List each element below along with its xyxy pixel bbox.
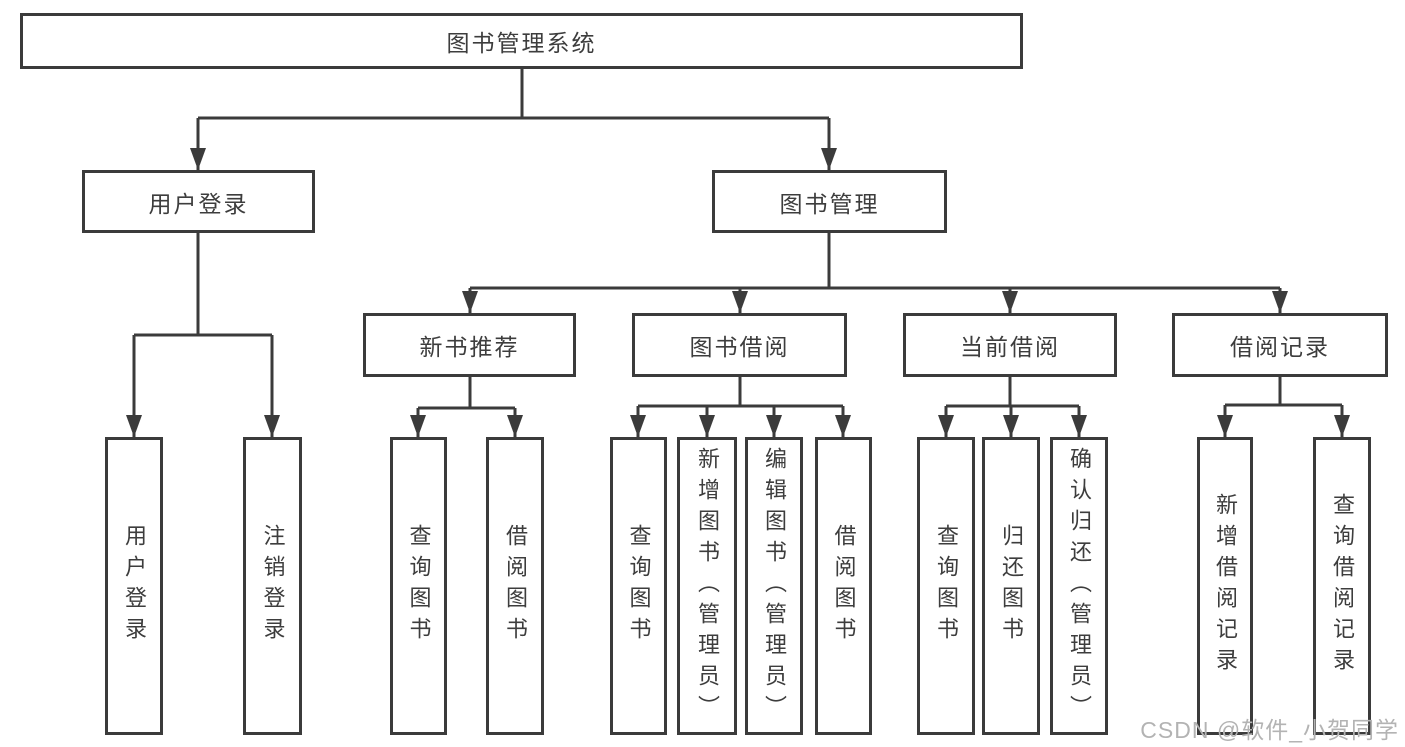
arrowhead-icon [1217, 415, 1233, 437]
node-label: 查询图书 [406, 524, 432, 648]
arrowhead-icon [507, 415, 523, 437]
arrowhead-icon [630, 415, 646, 437]
diagram-node: 当前借阅 [903, 313, 1117, 377]
diagram-node: 注销登录 [243, 437, 302, 735]
diagram-node: 借阅图书 [486, 437, 544, 735]
node-label: 归还图书 [999, 524, 1024, 648]
diagram-node: 用户登录 [82, 170, 315, 233]
arrowhead-icon [1272, 291, 1288, 313]
arrowhead-icon [821, 148, 837, 170]
node-label: 用户登录 [148, 190, 249, 217]
arrowhead-icon [1002, 291, 1018, 313]
diagram-node: 确认归还（管理员） [1050, 437, 1108, 735]
node-label: 图书管理 [779, 190, 880, 217]
diagram-node: 新书推荐 [363, 313, 576, 377]
node-label: 确认归还（管理员） [1067, 446, 1092, 726]
node-label: 借阅图书 [831, 524, 857, 648]
node-label: 查询图书 [626, 524, 652, 648]
diagram-node: 图书管理 [712, 170, 947, 233]
diagram-node: 新增图书（管理员） [677, 437, 737, 735]
arrowhead-icon [1334, 415, 1350, 437]
arrowhead-icon [126, 415, 142, 437]
diagram-node: 编辑图书（管理员） [745, 437, 803, 735]
node-label: 借阅图书 [503, 524, 528, 648]
arrowhead-icon [462, 291, 478, 313]
node-label: 图书管理系统 [446, 30, 597, 56]
node-label: 查询图书 [934, 524, 959, 648]
diagram-node: 查询图书 [390, 437, 447, 735]
arrowhead-icon [1003, 415, 1019, 437]
node-label: 查询借阅记录 [1330, 493, 1355, 679]
node-label: 注销登录 [260, 524, 286, 648]
node-label: 编辑图书（管理员） [762, 446, 787, 726]
arrowhead-icon [1071, 415, 1087, 437]
diagram-node: 查询借阅记录 [1313, 437, 1371, 735]
diagram-node: 归还图书 [982, 437, 1040, 735]
diagram-node: 查询图书 [610, 437, 667, 735]
diagram-node: 图书借阅 [632, 313, 847, 377]
node-label: 图书借阅 [689, 334, 790, 360]
watermark: CSDN @软件_小贺同学 [1140, 717, 1399, 743]
node-label: 新书推荐 [419, 334, 520, 360]
arrowhead-icon [766, 415, 782, 437]
node-label: 当前借阅 [960, 334, 1060, 360]
diagram-node: 借阅记录 [1172, 313, 1388, 377]
node-label: 新增图书（管理员） [695, 446, 720, 726]
arrowhead-icon [410, 415, 426, 437]
diagram-node: 查询图书 [917, 437, 975, 735]
diagram-node: 新增借阅记录 [1197, 437, 1253, 735]
node-label: 用户登录 [122, 524, 147, 648]
arrowhead-icon [264, 415, 280, 437]
arrowhead-icon [732, 291, 748, 313]
diagram-node: 借阅图书 [815, 437, 872, 735]
arrowhead-icon [190, 148, 206, 170]
node-label: 借阅记录 [1230, 334, 1330, 360]
node-label: 新增借阅记录 [1213, 493, 1238, 679]
diagram-node: 图书管理系统 [20, 13, 1023, 69]
arrowhead-icon [699, 415, 715, 437]
arrowhead-icon [938, 415, 954, 437]
diagram-node: 用户登录 [105, 437, 163, 735]
arrowhead-icon [835, 415, 851, 437]
